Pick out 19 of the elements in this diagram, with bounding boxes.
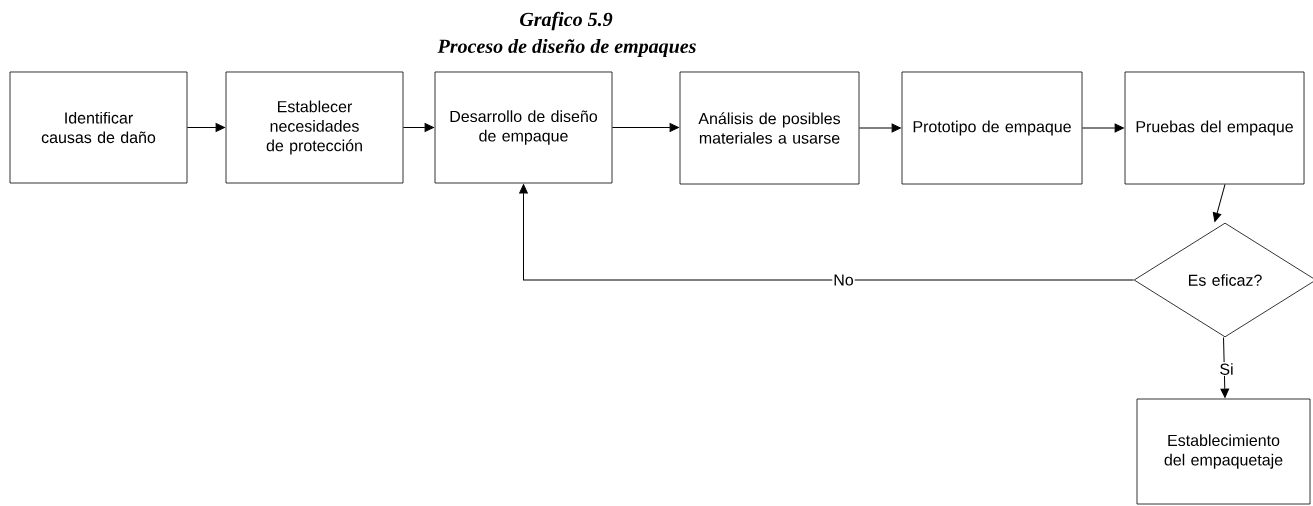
arrow bbox=[1212, 183, 1226, 222]
subtitle: Proceso de diseño de empaques bbox=[437, 38, 696, 58]
arrow bbox=[611, 123, 679, 132]
arrow bbox=[1220, 336, 1230, 398]
process-box: Desarrollo de diseño de empaque bbox=[434, 71, 613, 184]
arrow bbox=[186, 123, 225, 132]
process-box: Análisis de posibles materiales a usarse bbox=[679, 71, 860, 185]
edge-label: No bbox=[832, 273, 855, 287]
process-box: Prototipo de empaque bbox=[901, 71, 1083, 185]
process-box: Establecer necesidades de protección bbox=[225, 71, 404, 184]
title: Grafico 5.9 bbox=[520, 11, 613, 31]
process-box: Pruebas del empaque bbox=[1124, 71, 1305, 185]
arrow bbox=[858, 123, 901, 133]
arrow bbox=[402, 123, 434, 132]
process-box: Establecimiento del empaquetaje bbox=[1136, 398, 1311, 505]
arrow bbox=[519, 184, 1135, 281]
process-box: Identificar causas de daño bbox=[9, 71, 188, 184]
edge-label: Si bbox=[1218, 362, 1235, 376]
arrow bbox=[1081, 123, 1124, 133]
